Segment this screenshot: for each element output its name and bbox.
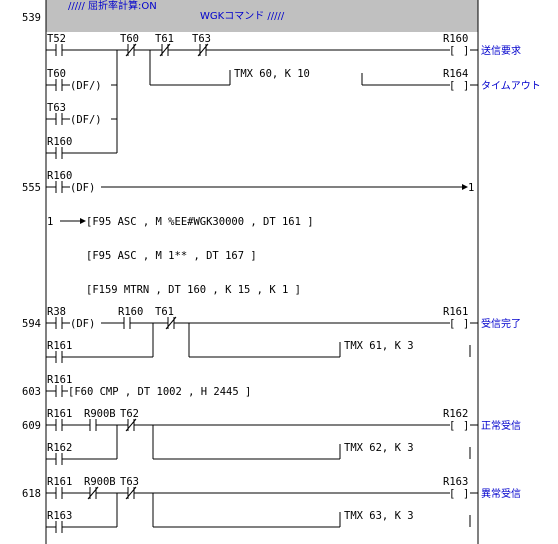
comment-header-line1: ///// 屈折率計算:ON	[68, 0, 157, 12]
instruction-f95-1[interactable]: [F95 ASC , M %EE#WGK30000 , DT 161 ]	[86, 216, 314, 228]
contact-T60-nc[interactable]: T60	[120, 33, 139, 57]
coil-R162[interactable]: [] R162	[443, 408, 469, 432]
instruction-f95-2[interactable]: [F95 ASC , M 1** , DT 167 ]	[86, 250, 257, 262]
df-negative-1: (DF/)	[70, 80, 102, 92]
df-555: (DF)	[70, 182, 95, 194]
svg-text:T52: T52	[47, 33, 66, 45]
rung-539: T52 T60 T61 T63 [] R160 送信要求	[46, 33, 541, 159]
contact-T63-nc-618[interactable]: T63	[120, 476, 139, 500]
contact-T61-nc[interactable]: T61	[155, 33, 174, 57]
contact-R162-holding[interactable]: R162	[47, 442, 72, 465]
rung-618: R161 R900B T63 [] R163 異常受信 R163	[46, 476, 521, 533]
comment-header-block	[46, 0, 478, 32]
svg-text:R161: R161	[47, 374, 72, 386]
svg-text:[: [	[449, 488, 455, 500]
coil-R161[interactable]: [] R161	[443, 306, 469, 330]
contact-R160-holding[interactable]: R160	[47, 136, 72, 159]
svg-text:]: ]	[463, 318, 469, 330]
timer-TMX60[interactable]: TMX 60, K 10	[234, 68, 310, 80]
svg-text:[: [	[449, 420, 455, 432]
rung-603: R161 [F60 CMP , DT 1002 , H 2445 ]	[46, 374, 251, 398]
comment-header-line2: WGKコマンド /////	[200, 11, 285, 22]
svg-text:T60: T60	[120, 33, 139, 45]
contact-T60[interactable]: T60	[47, 68, 66, 91]
svg-text:R38: R38	[47, 306, 66, 318]
jump-label-out: 1	[468, 182, 474, 194]
contact-T52[interactable]: T52	[47, 33, 66, 56]
contact-R160-594[interactable]: R160	[118, 306, 143, 329]
step-number-609: 609	[22, 420, 41, 432]
svg-text:]: ]	[463, 45, 469, 57]
contact-R163-holding[interactable]: R163	[47, 510, 72, 533]
svg-text:R900B: R900B	[84, 408, 116, 420]
svg-text:R160: R160	[47, 136, 72, 148]
contact-T61-nc-594[interactable]: T61	[155, 306, 177, 330]
step-number-539: 539	[22, 12, 41, 24]
svg-text:R161: R161	[47, 408, 72, 420]
rung-555: R160 (DF) 1 1 [F95 ASC , M %EE#WGK30000 …	[46, 170, 474, 296]
svg-text:T61: T61	[155, 306, 174, 318]
contact-R160-555[interactable]: R160	[47, 170, 72, 193]
svg-text:]: ]	[463, 420, 469, 432]
svg-text:T63: T63	[120, 476, 139, 488]
step-number-555: 555	[22, 182, 41, 194]
svg-text:[: [	[449, 45, 455, 57]
contact-R161-609[interactable]: R161	[47, 408, 72, 431]
contact-T63-nc[interactable]: T63	[192, 33, 211, 57]
svg-text:]: ]	[463, 80, 469, 92]
instruction-f60[interactable]: [F60 CMP , DT 1002 , H 2445 ]	[68, 386, 251, 398]
step-number-618: 618	[22, 488, 41, 500]
svg-text:R160: R160	[443, 33, 468, 45]
contact-R900B-609[interactable]: R900B	[84, 408, 116, 431]
comment-send-request: 送信要求	[481, 44, 521, 57]
svg-text:R161: R161	[47, 476, 72, 488]
comment-timeout: タイムアウト	[481, 80, 541, 92]
coil-R163[interactable]: [] R163	[443, 476, 469, 500]
comment-normal-receive: 正常受信	[481, 419, 521, 432]
svg-text:R161: R161	[443, 306, 468, 318]
contact-R38[interactable]: R38	[47, 306, 66, 329]
svg-text:R162: R162	[443, 408, 468, 420]
contact-T63[interactable]: T63	[47, 102, 66, 125]
contact-T62-nc[interactable]: T62	[120, 408, 139, 432]
df-594: (DF)	[70, 318, 95, 330]
svg-text:R163: R163	[443, 476, 468, 488]
svg-text:T60: T60	[47, 68, 66, 80]
timer-TMX62[interactable]: TMX 62, K 3	[344, 442, 414, 454]
jump-label-in: 1	[47, 216, 53, 228]
svg-text:T63: T63	[192, 33, 211, 45]
svg-text:[: [	[449, 318, 455, 330]
svg-text:T61: T61	[155, 33, 174, 45]
step-number-594: 594	[22, 318, 41, 330]
svg-text:R162: R162	[47, 442, 72, 454]
svg-text:R160: R160	[118, 306, 143, 318]
comment-receive-done: 受信完了	[481, 317, 521, 330]
timer-TMX63[interactable]: TMX 63, K 3	[344, 510, 414, 522]
comment-abnormal-receive: 異常受信	[481, 487, 521, 500]
df-negative-2: (DF/)	[70, 114, 102, 126]
instruction-f159[interactable]: [F159 MTRN , DT 160 , K 15 , K 1 ]	[86, 284, 301, 296]
timer-TMX61[interactable]: TMX 61, K 3	[344, 340, 414, 352]
svg-text:R160: R160	[47, 170, 72, 182]
svg-text:R163: R163	[47, 510, 72, 522]
svg-text:R161: R161	[47, 340, 72, 352]
svg-text:R900B: R900B	[84, 476, 116, 488]
coil-R160[interactable]: [] R160	[443, 33, 469, 57]
contact-R900B-nc-618[interactable]: R900B	[84, 476, 116, 500]
coil-R164[interactable]: [] R164	[443, 68, 469, 92]
svg-text:[: [	[449, 80, 455, 92]
rung-609: R161 R900B T62 [] R162 正常受信 R162 TMX	[46, 408, 521, 465]
step-number-603: 603	[22, 386, 41, 398]
svg-text:R164: R164	[443, 68, 468, 80]
rung-594: R38 (DF) R160 T61 [] R161 受信完了 R161	[46, 306, 521, 363]
svg-text:T62: T62	[120, 408, 139, 420]
contact-R161-holding[interactable]: R161	[47, 340, 72, 363]
svg-text:]: ]	[463, 488, 469, 500]
contact-R161-618[interactable]: R161	[47, 476, 72, 499]
svg-text:T63: T63	[47, 102, 66, 114]
